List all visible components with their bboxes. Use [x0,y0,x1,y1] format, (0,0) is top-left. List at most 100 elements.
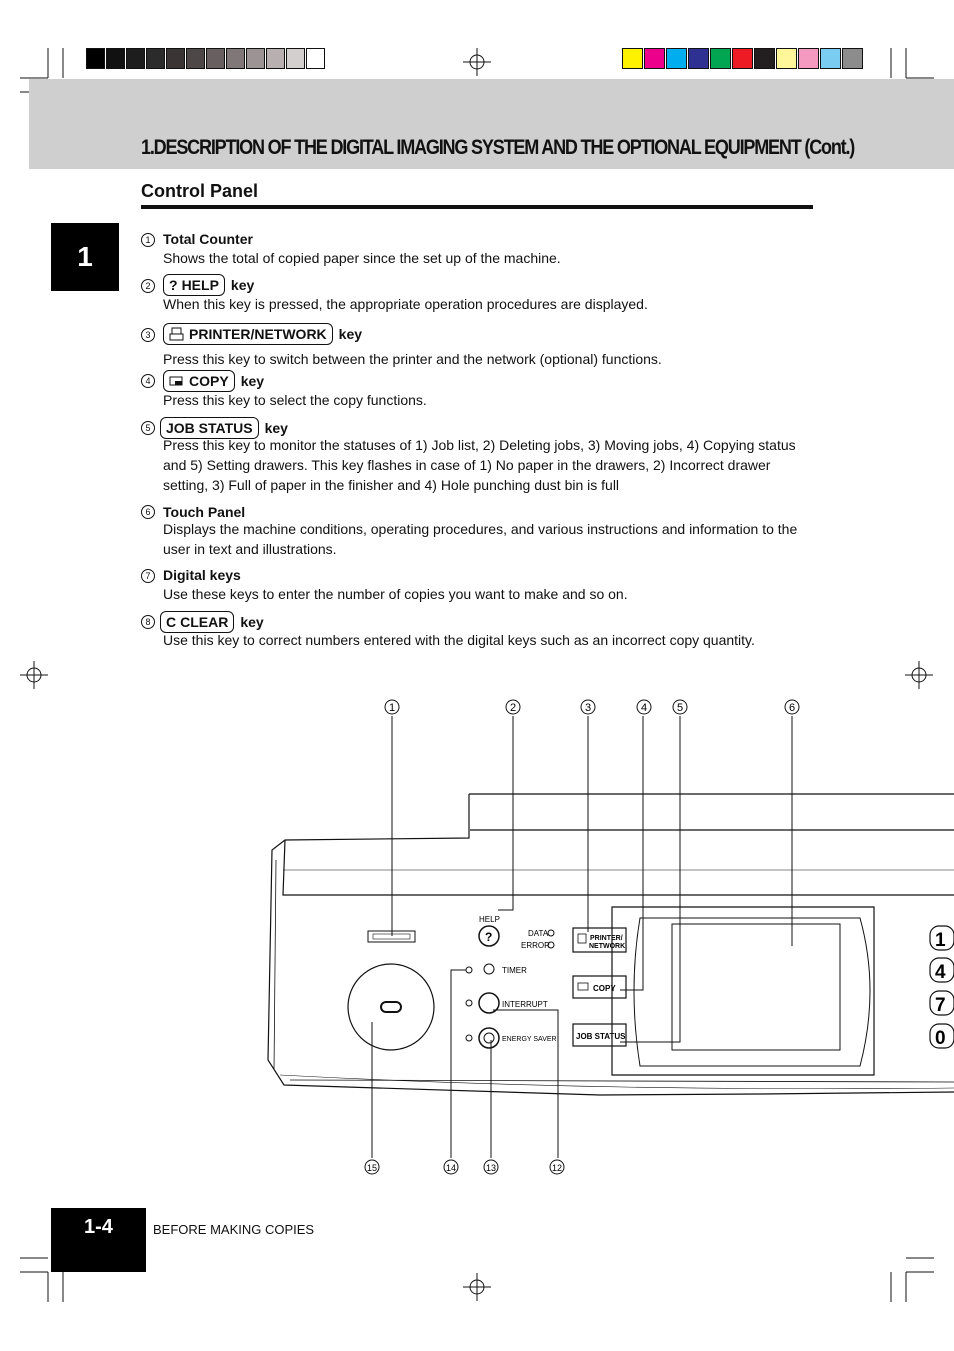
svg-text:PRINTER/: PRINTER/ [590,935,623,942]
svg-text:6: 6 [789,702,795,714]
clear-icon: C [166,614,177,630]
item-number: 1 [141,233,155,247]
copy-icon [169,376,183,386]
footer-section-label: BEFORE MAKING COPIES [153,1222,315,1237]
svg-text:5: 5 [677,702,683,714]
item-description: Press this key to switch between the pri… [163,351,662,367]
item-heading-total-counter: Total Counter [163,231,253,247]
touch-panel-graphic [611,906,875,1076]
copy-key-graphic: COPY [163,370,235,392]
calibration-swatch [644,48,665,69]
calibration-swatch [86,48,105,69]
calibration-swatch [688,48,709,69]
job-status-key-graphic: JOB STATUS [160,417,259,439]
item-number: 5 [141,421,155,435]
item-heading-printer-network: PRINTER/NETWORK key [163,323,362,345]
calibration-swatch [146,48,165,69]
item-heading-touch-panel: Touch Panel [163,504,245,520]
svg-text:ERROR: ERROR [521,941,550,950]
svg-text:INTERRUPT: INTERRUPT [502,1000,548,1009]
svg-text:COPY: COPY [593,984,616,993]
item-number: 4 [141,374,155,388]
item-description: Shows the total of copied paper since th… [163,250,561,266]
calibration-swatch [820,48,841,69]
svg-text:13: 13 [486,1163,496,1173]
item-description: Displays the machine conditions, operati… [163,521,798,557]
svg-text:ENERGY SAVER: ENERGY SAVER [502,1036,557,1043]
printer-icon [169,327,184,341]
start-key-graphic [347,963,435,1051]
calibration-swatch [286,48,305,69]
calibration-swatch [266,48,285,69]
calibration-swatch [166,48,185,69]
svg-text:4: 4 [935,962,946,983]
svg-text:0: 0 [935,1028,946,1049]
calibration-swatch [798,48,819,69]
item-number: 2 [141,279,155,293]
key-suffix: key [230,277,255,293]
item-number: 7 [141,569,155,583]
calibration-swatch [206,48,225,69]
svg-text:TIMER: TIMER [502,966,527,975]
calibration-swatch [842,48,863,69]
key-suffix: key [240,614,264,630]
calibration-swatch [106,48,125,69]
svg-text:14: 14 [446,1163,456,1173]
key-suffix: key [338,326,363,342]
item-number: 6 [141,505,155,519]
registration-mark-bottom [463,1273,491,1301]
help-icon: ? [169,277,178,293]
section-divider [141,205,813,209]
page-number: 1-4 [84,1216,113,1238]
calibration-swatch [186,48,205,69]
item-heading-digital-keys: Digital keys [163,567,241,583]
item-heading-job-status: JOB STATUS key [160,417,288,439]
item-name: Digital keys [163,567,241,583]
item-name: Total Counter [163,231,253,247]
calibration-swatch [246,48,265,69]
page-number-tab [51,1208,146,1272]
calibration-swatch [622,48,643,69]
svg-text:DATA: DATA [528,929,549,938]
svg-text:NETWORK: NETWORK [589,943,625,950]
svg-text:?: ? [485,930,492,944]
calibration-swatch [126,48,145,69]
item-number: 8 [141,615,155,629]
svg-text:1: 1 [935,930,946,951]
digital-keys-graphic [929,925,954,1049]
section-title: Control Panel [141,181,259,201]
calibration-swatch [306,48,325,69]
key-suffix: key [240,373,265,389]
svg-text:4: 4 [641,702,647,714]
item-description: Use these keys to enter the number of co… [163,586,628,602]
calibration-swatch [666,48,687,69]
item-name: Touch Panel [163,504,246,520]
item-description: Press this key to select the copy functi… [163,392,427,408]
svg-text:JOB STATUS: JOB STATUS [576,1032,626,1041]
svg-text:7: 7 [935,995,946,1016]
chapter-tab: 1 [51,223,119,291]
calibration-swatch [226,48,245,69]
svg-text:15: 15 [367,1163,377,1173]
item-description: Press this key to monitor the statuses o… [163,437,796,493]
calibration-swatch [776,48,797,69]
calibration-swatch [754,48,775,69]
registration-mark-right [905,661,933,689]
registration-mark-top [463,48,491,76]
item-description: When this key is pressed, the appropriat… [163,296,648,312]
page-title: 1.DESCRIPTION OF THE DIGITAL IMAGING SYS… [141,136,855,159]
help-label: HELP [479,915,500,924]
item-description: Use this key to correct numbers entered … [163,632,755,648]
svg-text:1: 1 [389,702,395,714]
printer-network-key-graphic: PRINTER/NETWORK [163,323,333,345]
header-band [29,79,954,169]
registration-mark-left [20,661,48,689]
key-suffix: key [264,420,288,436]
help-key-icon [478,925,500,947]
help-key-graphic: ?HELP [163,274,225,296]
calibration-swatch [732,48,753,69]
